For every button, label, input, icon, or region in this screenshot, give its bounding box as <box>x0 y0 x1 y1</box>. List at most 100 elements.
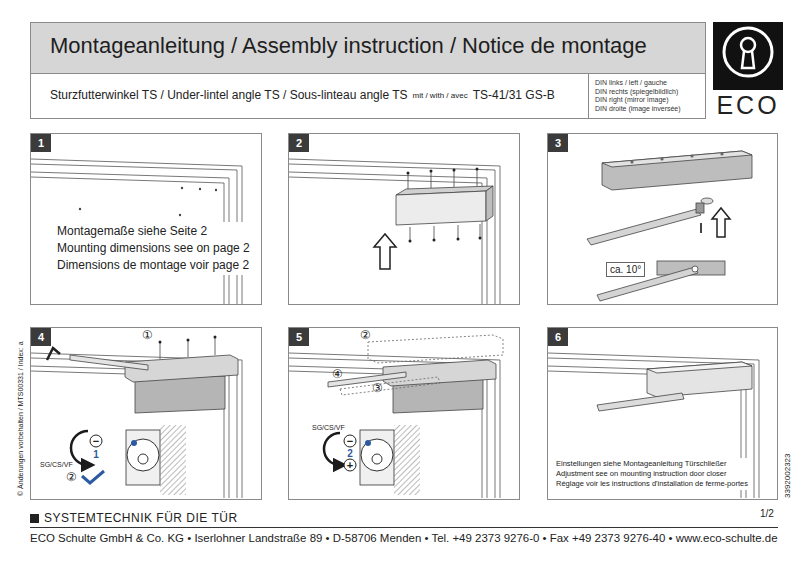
logo-box: ECO <box>713 22 783 120</box>
company-slogan: SYSTEMTECHNIK FÜR DIE TÜR <box>44 512 238 525</box>
title: Montageanleitung / Assembly instruction … <box>50 33 647 59</box>
din-note: DIN right (mirror image) <box>595 96 669 105</box>
step-4-illustration <box>127 439 159 471</box>
angle-dimension-holder: ca. 10° <box>606 262 645 277</box>
step-4-illustration <box>70 355 148 370</box>
step-2-illustration <box>479 237 482 240</box>
step-2-illustration <box>409 240 412 243</box>
din-note: DIN links / left / gauche <box>595 79 667 88</box>
step-panel: 2 <box>288 133 520 305</box>
step-number: 6 <box>548 328 568 346</box>
step-3-illustration <box>690 154 693 157</box>
step-2-illustration <box>477 169 478 186</box>
step-4-illustration <box>138 454 148 464</box>
step-count-holder: 1 <box>93 449 99 460</box>
callout-number-holder: ① <box>142 329 153 342</box>
step-5-illustration <box>344 435 356 447</box>
step-4-illustration <box>47 348 60 360</box>
callout-number-holder: ② <box>360 329 371 342</box>
step-6-illustration <box>647 362 752 373</box>
step-2-illustration <box>408 169 480 241</box>
step-4-illustration <box>187 339 190 342</box>
note-box: Einstellungen siehe Montageanleitung Tür… <box>554 458 750 490</box>
step-3-illustration <box>602 151 752 190</box>
step-3-illustration <box>696 203 704 213</box>
step-2-illustration <box>410 227 411 241</box>
step-6-illustration <box>548 353 759 498</box>
step-number: 3 <box>548 134 568 152</box>
step-2-illustration <box>289 159 500 304</box>
step-4-illustration <box>82 471 104 483</box>
din-note: DIN droite (image inversée) <box>595 105 681 114</box>
page-number-holder: 1/2 <box>760 508 774 519</box>
step-2-illustration <box>454 170 455 187</box>
footer-rule <box>30 527 778 528</box>
copyright-note: © Änderungen vorbehalten / MTS00331 / In… <box>17 341 25 496</box>
step-2-illustration <box>486 186 493 221</box>
step-2-illustration <box>430 170 433 173</box>
step-count: 1 <box>93 449 99 460</box>
step-1-illustration <box>79 208 81 210</box>
product-connector-holder: mit / with / avec <box>413 92 468 101</box>
step-4-illustration <box>160 425 186 495</box>
callout-number: ① <box>142 329 153 342</box>
step-3-illustration <box>602 151 752 167</box>
step-4-illustration <box>160 337 215 359</box>
note-text: Adjustment see on mounting instruction d… <box>556 469 727 479</box>
step-3-illustration <box>700 223 702 233</box>
step-count-holder: 2 <box>347 448 353 459</box>
step-1-illustration <box>199 188 201 190</box>
minus-sign-holder: − <box>93 435 99 447</box>
step-4-illustration <box>159 336 217 344</box>
step-1-illustration <box>215 189 217 191</box>
step-5-illustration <box>361 439 393 471</box>
step-2-illustration <box>407 172 410 175</box>
eco-logo <box>741 38 755 52</box>
step-3-illustration <box>587 209 701 245</box>
callout-number: ② <box>360 329 371 342</box>
step-2-illustration <box>480 224 481 238</box>
model-number-holder: TS-41/31 GS-B <box>473 89 555 102</box>
step-3-illustration <box>692 266 698 272</box>
logo-text: ECO <box>713 22 783 120</box>
valve-label: SG/CS/VF <box>312 424 345 432</box>
eco-logo <box>713 22 783 90</box>
step-6-illustration <box>597 393 684 411</box>
product-name-holder: Sturzfutterwinkel TS / Under-lintel angl… <box>50 89 408 102</box>
step-4-illustration <box>131 440 137 446</box>
step-4-illustration <box>71 431 88 465</box>
note-box: Montagemaße siehe Seite 2Mounting dimens… <box>55 222 252 275</box>
step-5-illustration <box>365 440 371 446</box>
plus-sign-holder: + <box>347 459 353 471</box>
plus-sign: + <box>347 459 353 471</box>
company-address-holder: ECO Schulte GmbH & Co. KG • Iserlohner L… <box>30 532 778 545</box>
step-5-illustration <box>289 353 500 498</box>
eco-logo <box>742 51 754 68</box>
step-4-illustration <box>188 340 189 357</box>
step-2-illustration <box>289 159 500 304</box>
header-frame <box>30 22 705 73</box>
step-4-illustration <box>126 430 160 485</box>
valve-label: SG/CS/VF <box>40 461 73 469</box>
step-6-illustration <box>548 353 759 498</box>
step-panel: 3 <box>547 133 778 305</box>
step-2-illustration <box>476 168 479 171</box>
din-note: DIN rechts (spiegelbildlich) <box>595 88 678 97</box>
eco-logo <box>724 28 772 76</box>
step-5-illustration <box>394 425 420 495</box>
step-4-illustration <box>31 353 242 498</box>
callout-number: ④ <box>332 368 343 381</box>
valve-label-holder: SG/CS/VF <box>312 424 345 432</box>
callout-number-holder: ③ <box>372 382 383 395</box>
note-text: Montagemaße siehe Seite 2 <box>57 223 207 240</box>
step-panel: 1Montagemaße siehe Seite 2Mounting dimen… <box>30 133 262 305</box>
minus-sign-holder: − <box>347 435 353 447</box>
step-5-illustration <box>289 335 503 498</box>
step-4-illustration <box>159 341 162 344</box>
step-3-illustration <box>630 152 723 163</box>
step-count: 2 <box>347 448 353 459</box>
angle-dimension: ca. 10° <box>606 262 645 277</box>
step-1-illustration <box>179 214 181 216</box>
step-number: 1 <box>31 134 51 152</box>
step-number: 4 <box>31 328 51 346</box>
